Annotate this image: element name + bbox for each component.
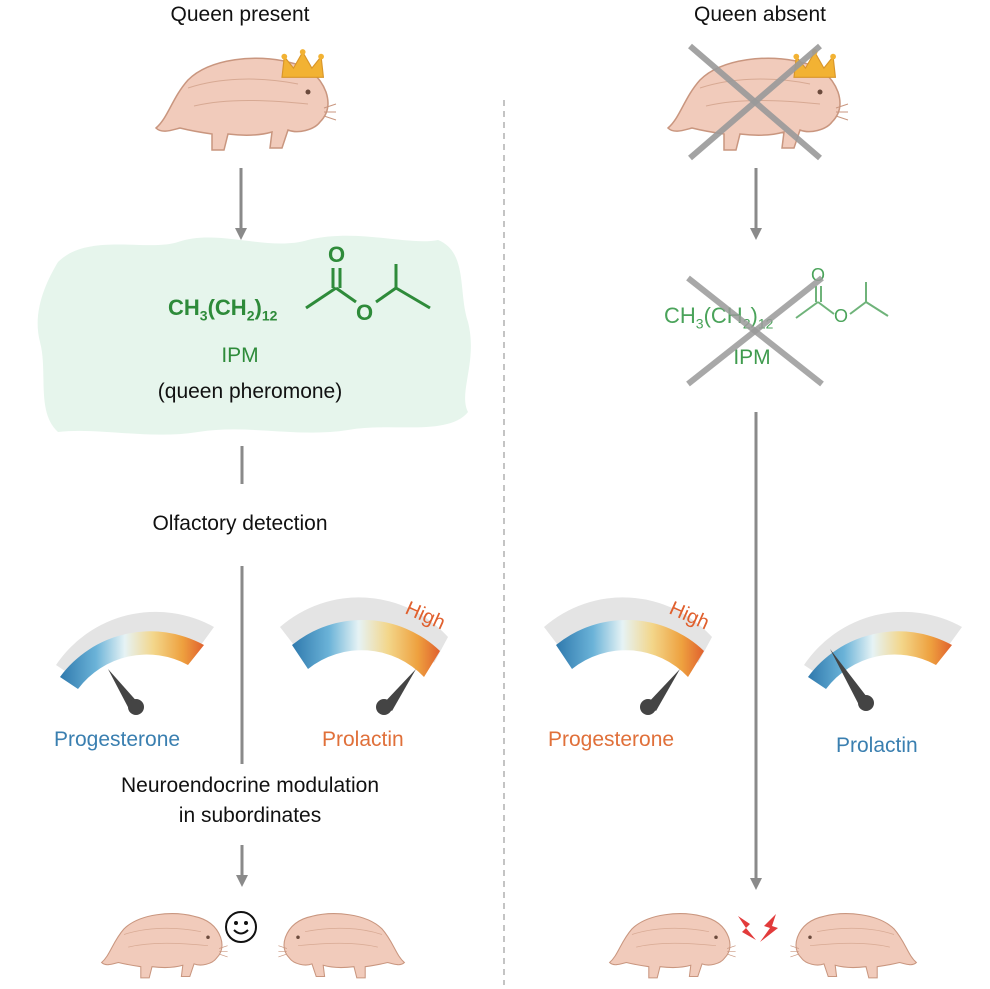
olfactory-detection-label: Olfactory detection: [152, 512, 328, 535]
ipm-label-faded: IPM: [733, 346, 771, 369]
title-queen-present: Queen present: [170, 3, 310, 26]
pheromone-cloud: [37, 235, 471, 435]
smiley-face-icon: [225, 911, 257, 943]
cross-out-icon: [688, 43, 822, 161]
progesterone-label-right: Progesterone: [548, 728, 675, 751]
progesterone-label-left: Progesterone: [54, 728, 181, 751]
ester-oxygen: O: [356, 300, 374, 325]
carbonyl-oxygen: O: [328, 242, 346, 267]
arrow-down-2: [236, 845, 248, 887]
title-queen-absent: Queen absent: [694, 3, 826, 26]
panel-divider: [503, 100, 505, 985]
modulation-line-1: Neuroendocrine modulation: [121, 774, 379, 797]
connector-line-2: [240, 566, 244, 764]
pheromone-label: (queen pheromone): [157, 380, 343, 403]
ipm-ester-bonds-faded: [795, 282, 889, 319]
cross-out-icon: [686, 275, 824, 387]
gauge-progesterone-high: High: [544, 597, 712, 715]
fighting-mole-icon: [789, 913, 917, 979]
subordinate-mole-icon: [101, 913, 229, 979]
arrow-down-long: [750, 412, 762, 890]
ipm-label: IPM: [221, 344, 259, 367]
queen-mole-icon: [155, 48, 337, 151]
gauge-progesterone-low: Low: [40, 605, 214, 715]
modulation-line-2: in subordinates: [178, 804, 322, 827]
gauge-prolactin-low: Low: [788, 605, 962, 711]
prolactin-label-left: Prolactin: [322, 728, 404, 751]
arrow-down-3: [750, 168, 762, 240]
ipm-ester-bonds: [305, 264, 431, 310]
gauge-prolactin-high: High: [280, 597, 448, 715]
arrow-down-1: [235, 168, 247, 240]
gauge-level-label: Low: [40, 605, 83, 642]
ipm-formula: CH3(CH2)12: [168, 295, 278, 324]
ester-oxygen-faded: O: [834, 306, 849, 326]
connector-line-1: [240, 446, 244, 484]
subordinate-mole-icon: [277, 913, 405, 979]
lightning-bolt-icon: [738, 914, 778, 942]
fighting-mole-icon: [609, 913, 737, 979]
prolactin-label-right: Prolactin: [836, 734, 918, 757]
gauge-level-label: Low: [788, 605, 831, 642]
